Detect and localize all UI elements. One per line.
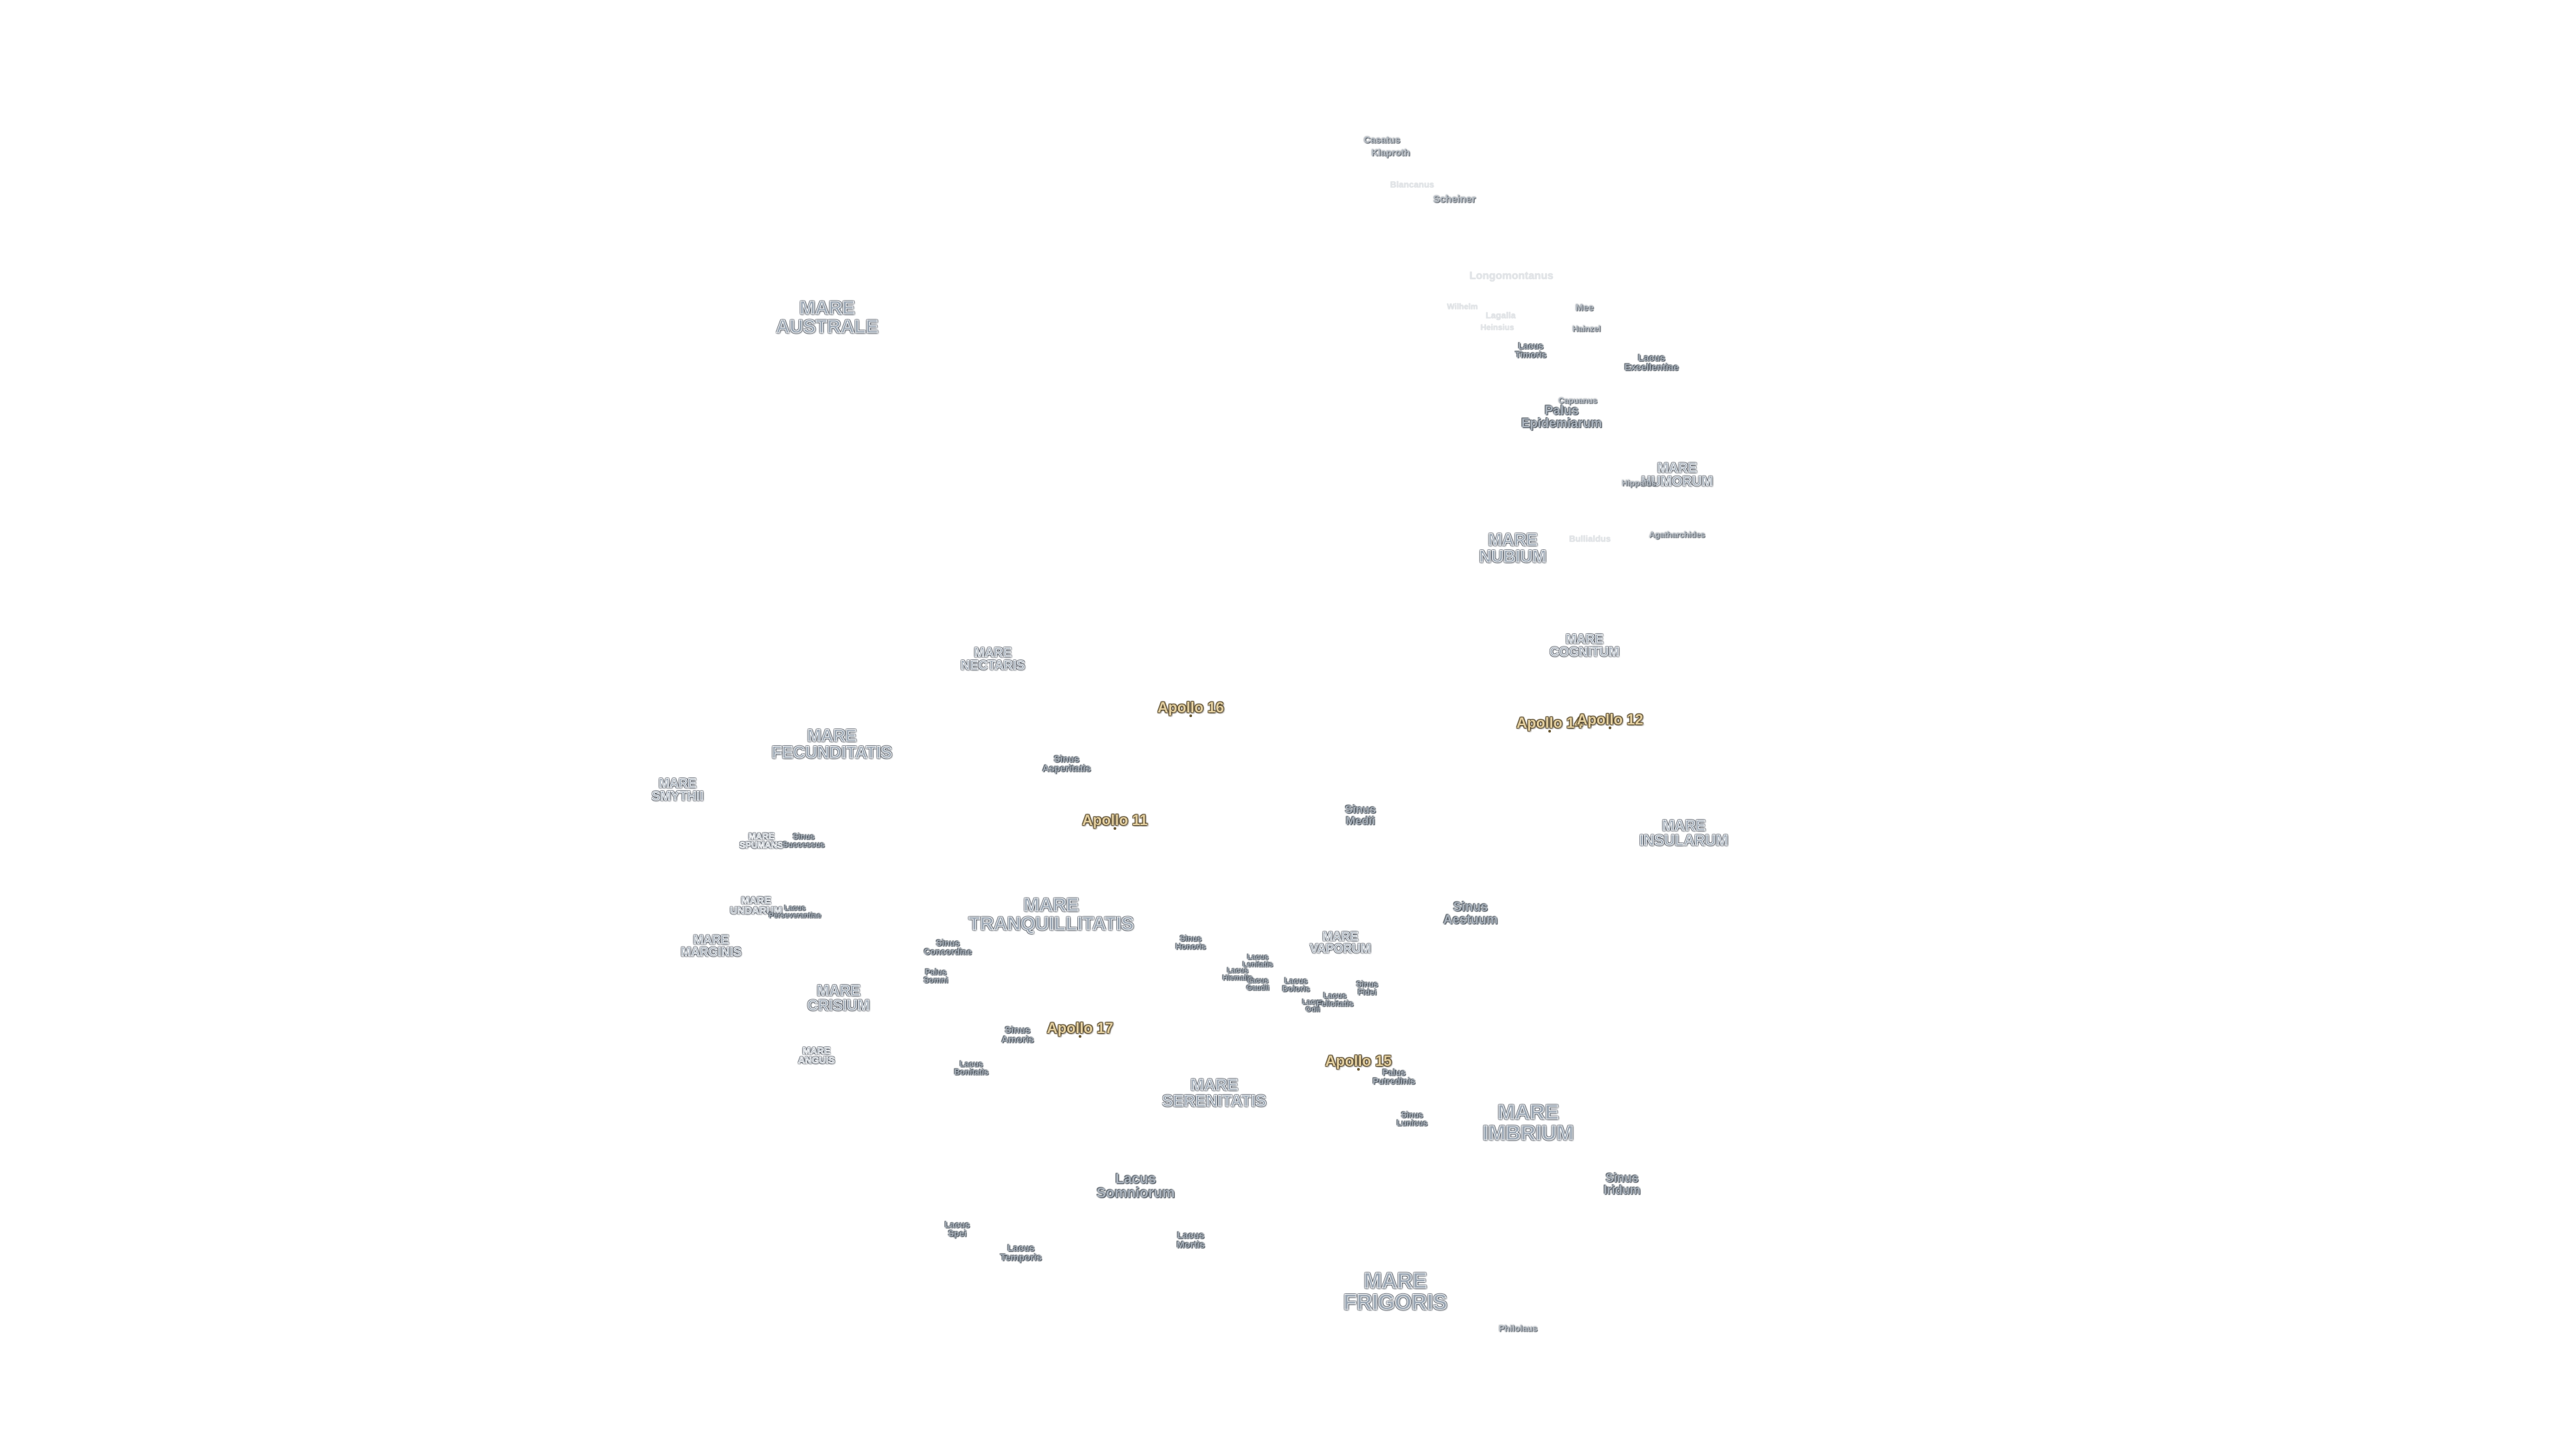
scheiner-label: Scheiner (1433, 193, 1476, 205)
blancanus-label: Blancanus (1390, 179, 1434, 190)
mare-australe-label: MARE AUSTRALE (775, 297, 879, 337)
lacus-temporis-label: Lacus Temporis (1000, 1242, 1042, 1263)
apollo-16-label: Apollo 16 (1157, 699, 1224, 716)
klaproth-label: Klaproth (1371, 147, 1410, 158)
mare-cognitum-label: MARE COGNITUM (1550, 633, 1619, 659)
mare-spumans-label: MARE SPUMANS (739, 831, 784, 850)
lacus-gaudii-label: Lacus Gaudii (1246, 977, 1270, 992)
capuanus-label: Capuanus (1558, 396, 1598, 405)
sinus-lunicus-label: Sinus Lunicus (1396, 1110, 1428, 1128)
mare-undarum-label: MARE UNDARUM (730, 895, 782, 916)
mee-label: Mee (1575, 302, 1594, 313)
sinus-aestuum-label: Sinus Aestuum (1443, 900, 1498, 927)
apollo-11-label: Apollo 11 (1082, 812, 1148, 828)
mare-frigoris-label: MARE FRIGORIS (1343, 1269, 1448, 1314)
lacus-somniorum-label: Lacus Somniorum (1096, 1171, 1175, 1201)
apollo-11-landing-site-marker[interactable] (1114, 827, 1116, 830)
apollo-17-label: Apollo 17 (1046, 1020, 1114, 1036)
mare-marginis-label: MARE MARGINIS (681, 933, 742, 959)
apollo-16-landing-site-marker[interactable] (1189, 714, 1192, 718)
palus-somni-label: Palus Somni (923, 967, 949, 985)
longomontanus-label: Longomontanus (1469, 270, 1554, 282)
bullialdus-label: Bullialdus (1568, 533, 1611, 544)
apollo-17-landing-site-marker[interactable] (1079, 1035, 1081, 1038)
philolaus-label: Philolaus (1499, 1323, 1538, 1334)
lacus-lenitatis-label: Lacus Lenitatis (1242, 953, 1273, 969)
lacus-timoris-label: Lacus Timoris (1515, 341, 1547, 360)
mare-humorum-label: MARE HUMORUM (1641, 461, 1713, 489)
apollo-14-label: Apollo 14 (1516, 714, 1583, 731)
apollo-14-landing-site-marker[interactable] (1548, 730, 1551, 733)
sinus-fidei-label: Sinus Fidei (1356, 979, 1379, 997)
sinus-medii-label: Sinus Medii (1344, 803, 1377, 827)
mare-nubium-label: MARE NUBIUM (1479, 531, 1547, 566)
sinus-successus-label: Sinus Successus (782, 832, 825, 849)
apollo-15-label: Apollo 15 (1325, 1053, 1392, 1069)
lagalla-label: Lagalla (1485, 310, 1516, 321)
lacus-hiemalis-label: Lacus Hiemalis (1222, 967, 1253, 982)
sinus-asperitatis-label: Sinus Asperitatis (1042, 753, 1091, 773)
lacus-bonitatis-label: Lacus Bonitatis (954, 1059, 989, 1077)
mare-insularum-label: MARE INSULARUM (1640, 817, 1729, 849)
heinsius-label: Heinsius (1480, 323, 1515, 332)
lacus-doloris-label: Lacus Doloris (1282, 976, 1310, 994)
wilhelm-label: Wilhelm (1447, 302, 1478, 311)
lacus-perseverantiae-label: Lacus Perseverantiae (768, 904, 822, 920)
sinus-honoris-label: Sinus Honoris (1175, 934, 1206, 951)
hippalus-label: Hippalus (1621, 478, 1656, 488)
mare-tranquillitatis-label: MARE TRANQUILLITATIS (968, 894, 1134, 934)
sinus-iridum-label: Sinus Iridum (1603, 1171, 1641, 1197)
mare-nectaris-label: MARE NECTARIS (961, 646, 1026, 673)
palus-epidemiarum-label: Palus Epidemiarum (1521, 404, 1603, 431)
mare-anguis-label: MARE ANGUIS (798, 1045, 835, 1065)
mare-serenitatis-label: MARE SERENITATIS (1162, 1076, 1267, 1110)
sinus-concordiae-label: Sinus Concordiae (924, 938, 972, 957)
lacus-mortis-label: Lacus Mortis (1177, 1230, 1205, 1250)
mare-fecunditatis-label: MARE FECUNDITATIS (771, 727, 893, 762)
mare-vaporum-label: MARE VAPORUM (1309, 930, 1371, 955)
palus-putredinis-label: Palus Putredinis (1373, 1067, 1415, 1086)
hainzel-label: Hainzel (1572, 324, 1601, 333)
mare-imbrium-label: MARE IMBRIUM (1482, 1100, 1574, 1144)
mare-crisium-label: MARE CRISIUM (807, 982, 870, 1014)
lacus-spei-label: Lacus Spei (945, 1220, 970, 1238)
lacus-excellentiae-label: Lacus Excellentiae (1624, 352, 1679, 372)
agatharchides-label: Agatharchides (1649, 530, 1705, 539)
apollo-15-landing-site-marker[interactable] (1357, 1068, 1360, 1071)
casatus-label: Casatus (1363, 134, 1401, 145)
sinus-amoris-label: Sinus Amoris (1001, 1024, 1034, 1044)
apollo-12-label: Apollo 12 (1576, 711, 1644, 728)
mare-smythii-label: MARE SMYTHII (651, 777, 704, 804)
lacus-felicitatis-label: Lacus Felicitatis (1316, 991, 1354, 1008)
apollo-12-landing-site-marker[interactable] (1609, 727, 1611, 730)
lacus-odii-label: Lacus Odii (1302, 998, 1324, 1014)
